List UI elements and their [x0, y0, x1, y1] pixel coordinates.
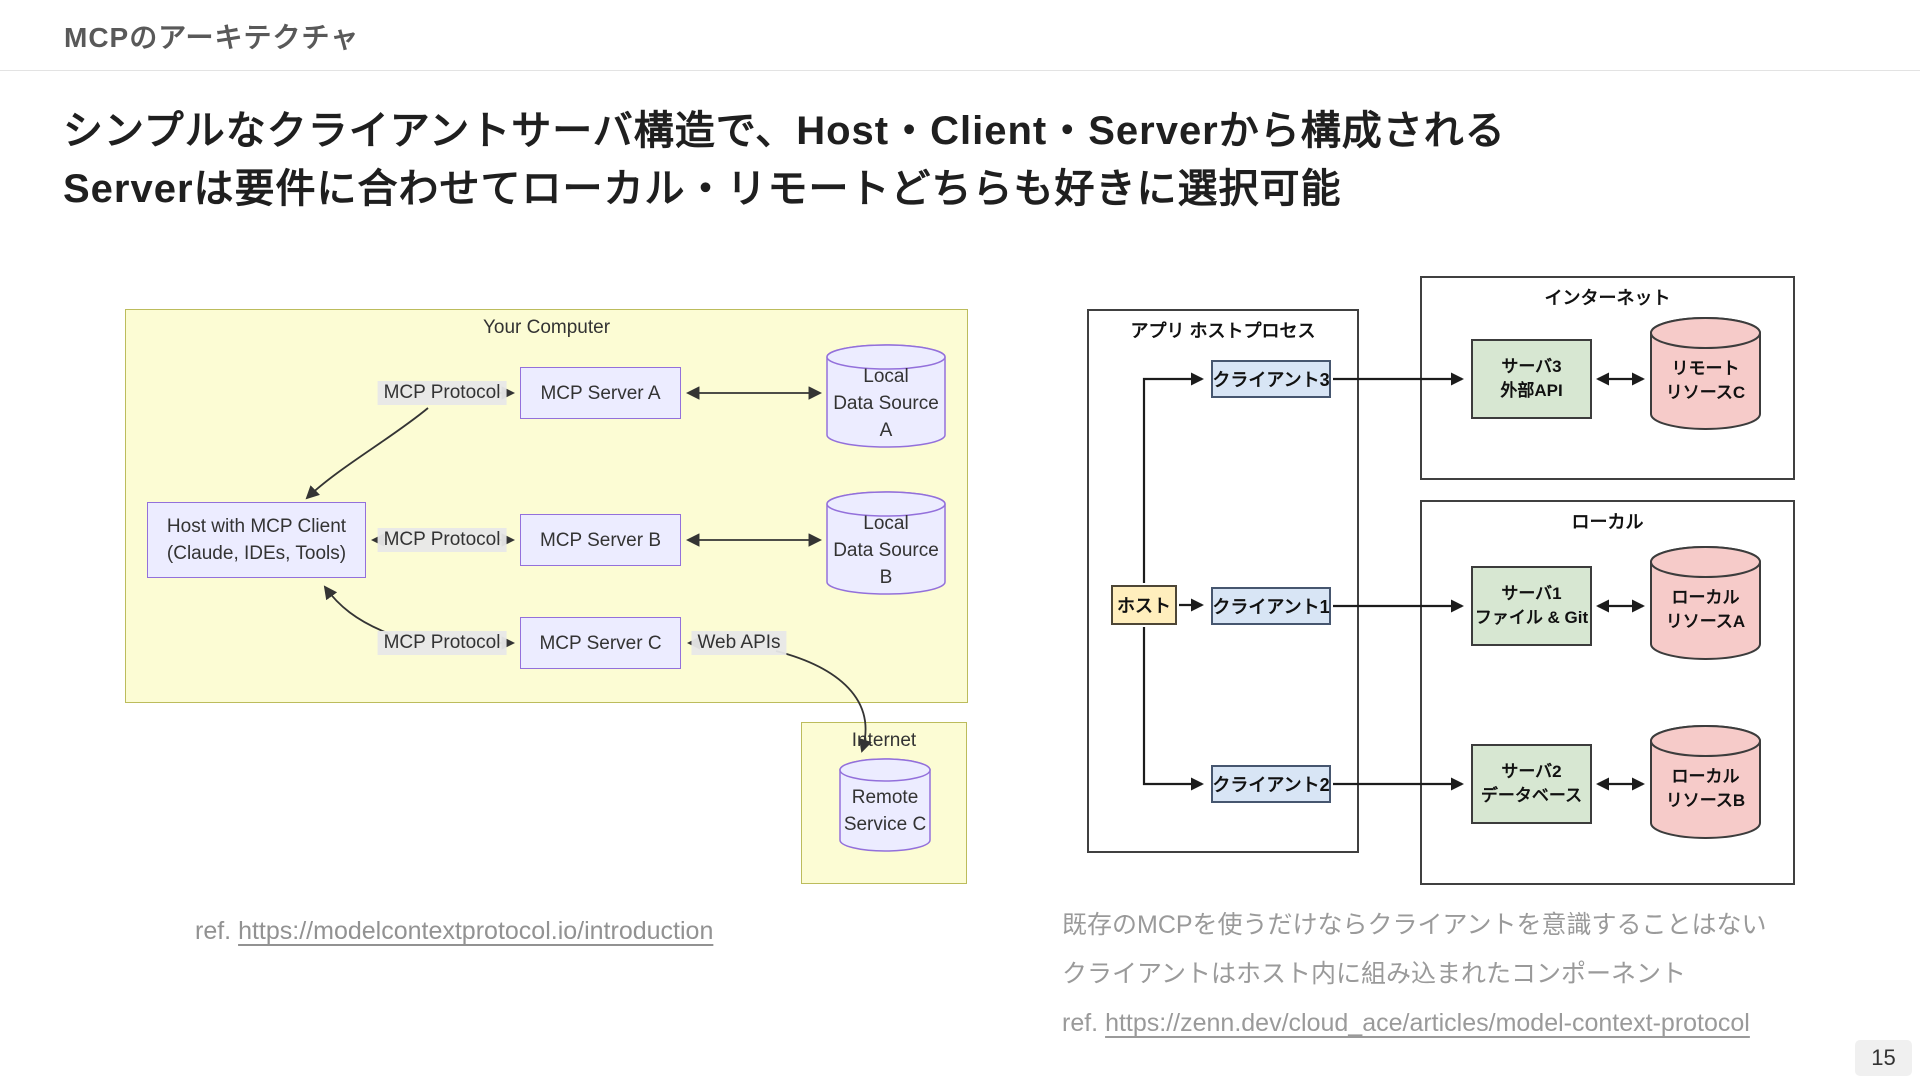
- edge-label-web-apis: Web APIs: [691, 631, 787, 655]
- remote-line1: Remote: [851, 787, 919, 808]
- slide-heading-line1: シンプルなクライアントサーバ構造で、Host・Client・Serverから構成…: [63, 109, 1506, 153]
- label-local-data-source-b: Local Data Source B: [827, 506, 945, 594]
- server2-line2: データベース: [1480, 786, 1583, 805]
- resource-a-line1: ローカル: [1671, 588, 1740, 607]
- node-server3: サーバ3 外部API: [1471, 339, 1592, 419]
- server3-line1: サーバ3: [1501, 357, 1562, 376]
- host-label-line1: Host with MCP Client: [166, 516, 347, 537]
- node-client1: クライアント1: [1211, 587, 1331, 625]
- right-notes: 既存のMCPを使うだけならクライアントを意識することはない クライアントはホスト…: [1062, 901, 1767, 1048]
- mcp-server-a-label: MCP Server A: [540, 382, 661, 404]
- your-computer-label: Your Computer: [482, 317, 611, 338]
- right-ref-link[interactable]: https://zenn.dev/cloud_ace/articles/mode…: [1105, 1009, 1750, 1037]
- server3-line2: 外部API: [1500, 381, 1563, 400]
- right-note-line2: クライアントはホスト内に組み込まれたコンポーネント: [1062, 960, 1687, 988]
- edge-label-mcp-protocol-b: MCP Protocol: [377, 528, 507, 552]
- label-resource-a: ローカル リソースA: [1651, 564, 1760, 656]
- node-client3: クライアント3: [1211, 360, 1331, 398]
- internet-label-right: インターネット: [1544, 288, 1671, 308]
- server1-line1: サーバ1: [1501, 584, 1562, 603]
- resource-c-line1: リモート: [1671, 359, 1740, 378]
- slide-heading-line2: Serverは要件に合わせてローカル・リモートどちらも好きに選択可能: [63, 167, 1342, 211]
- node-host-jp: ホスト: [1111, 585, 1177, 625]
- right-note-line1: 既存のMCPを使うだけならクライアントを意識することはない: [1062, 911, 1767, 939]
- node-mcp-server-a: MCP Server A: [520, 367, 681, 419]
- slide-heading: シンプルなクライアントサーバ構造で、Host・Client・Serverから構成…: [63, 102, 1506, 218]
- app-host-process-label: アプリ ホストプロセス: [1130, 321, 1316, 341]
- app-host-process-container: アプリ ホストプロセス: [1087, 309, 1359, 853]
- resource-a-line2: リソースA: [1665, 612, 1746, 631]
- left-ref-link[interactable]: https://modelcontextprotocol.io/introduc…: [238, 917, 714, 945]
- label-local-data-source-a: Local Data Source A: [827, 359, 945, 447]
- node-client2: クライアント2: [1211, 765, 1331, 803]
- remote-line2: Service C: [843, 814, 927, 835]
- node-mcp-server-c: MCP Server C: [520, 617, 681, 669]
- label-remote-service-c: Remote Service C: [840, 772, 930, 850]
- ds-b-line2: Data Source B: [833, 539, 939, 588]
- ds-a-line2: Data Source A: [833, 392, 939, 441]
- right-ref-prefix: ref.: [1062, 1009, 1099, 1037]
- node-host-with-mcp-client: Host with MCP Client (Claude, IDEs, Tool…: [147, 502, 366, 578]
- edge-label-mcp-protocol-c: MCP Protocol: [377, 631, 507, 655]
- client1-label: クライアント1: [1212, 597, 1330, 617]
- server1-line2: ファイル & Git: [1474, 608, 1589, 627]
- header-divider: [0, 70, 1920, 71]
- client3-label: クライアント3: [1212, 370, 1330, 390]
- label-resource-c: リモート リソースC: [1651, 335, 1760, 427]
- host-label-line2: (Claude, IDEs, Tools): [166, 543, 347, 564]
- edge-label-mcp-protocol-a: MCP Protocol: [377, 381, 507, 405]
- node-mcp-server-b: MCP Server B: [520, 514, 681, 566]
- left-ref-prefix: ref.: [195, 917, 232, 945]
- resource-b-line2: リソースB: [1665, 791, 1746, 810]
- page-number-badge: 15: [1855, 1040, 1912, 1076]
- page-title: MCPのアーキテクチャ: [64, 22, 360, 53]
- mcp-server-c-label: MCP Server C: [539, 632, 662, 654]
- host-jp-label: ホスト: [1117, 596, 1171, 616]
- right-reference: ref. https://zenn.dev/cloud_ace/articles…: [1062, 999, 1767, 1048]
- label-resource-b: ローカル リソースB: [1651, 743, 1760, 835]
- internet-label-left: Internet: [851, 730, 917, 751]
- node-server1: サーバ1 ファイル & Git: [1471, 566, 1592, 646]
- local-label: ローカル: [1571, 512, 1644, 532]
- mcp-server-b-label: MCP Server B: [539, 529, 662, 551]
- node-server2: サーバ2 データベース: [1471, 744, 1592, 824]
- ds-a-line1: Local: [863, 365, 909, 387]
- server2-line1: サーバ2: [1501, 762, 1562, 781]
- resource-b-line1: ローカル: [1671, 767, 1740, 786]
- ds-b-line1: Local: [863, 512, 909, 534]
- resource-c-line2: リソースC: [1665, 383, 1746, 402]
- client2-label: クライアント2: [1212, 775, 1330, 795]
- left-reference: ref. https://modelcontextprotocol.io/int…: [195, 917, 713, 946]
